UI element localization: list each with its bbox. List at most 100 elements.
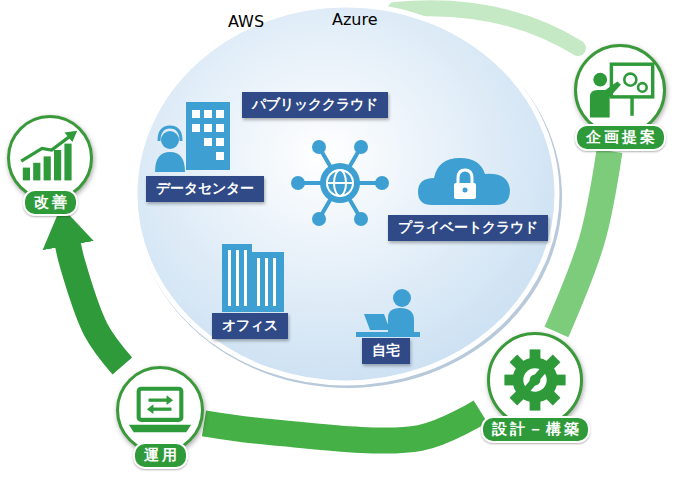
datacenter-icon-part [155,152,185,172]
network-hub-icon-part [298,147,382,219]
category-band: オフィス [212,313,288,339]
phase-icon-part [152,408,172,411]
network-hub-icon [291,140,389,226]
datacenter-icon-part-part [204,124,212,132]
datacenter-icon-part-part [192,124,200,132]
cycle-arrow [556,151,609,332]
phase-icon [490,335,580,425]
home-worker-icon-part [388,308,414,334]
network-hub-icon-part-part [312,140,326,154]
phase-label: 設計－構築 [481,416,590,443]
category-band: プライベートクラウド [388,215,548,241]
category-band: 自宅 [362,338,410,364]
office-icon-part-part [244,250,247,306]
phase-icon-part [129,425,191,432]
network-hub-icon-part-part [291,176,305,190]
phase-icon [119,369,201,451]
datacenter-icon [155,102,230,172]
office-icon-part [222,244,252,312]
home-worker-icon-part [364,314,390,330]
phase-ring [116,366,204,454]
private-cloud-icon-part [418,158,510,205]
datacenter-icon-part-part [216,124,224,132]
datacenter-icon-part [159,127,181,141]
phase-icon-part [513,358,558,403]
phase-label: 改善 [23,189,78,216]
band-label: パブリッククラウド [252,96,378,112]
office-icon-part-part [265,258,268,306]
phase-icon-part [44,156,51,180]
network-ellipse [134,5,562,388]
phase-icon-part [593,73,607,87]
office-icon-part-part [228,250,231,306]
datacenter-icon-part-part [204,110,212,118]
phase-icon-part [64,131,77,142]
phase-icon-part [638,83,647,92]
network-hub-icon-part-part [312,212,326,226]
phase-icon-part [139,389,182,420]
datacenter-icon-part-part [192,110,200,118]
phase-icon-part [611,64,652,97]
network-hub-icon-part-part [354,140,368,154]
datacenter-icon-part [161,131,179,149]
office-icon-part [228,250,276,306]
network-hub-icon-part [291,140,389,226]
cycle-arrow [68,244,123,366]
office-icon [222,244,284,312]
network-hub-icon-part-part [327,170,353,196]
phase-icon-part [54,150,61,180]
phase-icon-part [530,375,541,386]
phase-label: 企画提案 [575,124,666,151]
phase-icon-part [167,395,174,405]
phase-circle: 設計－構築 [481,332,590,443]
home-worker-icon-part [393,289,411,307]
category-band: データセンター [146,176,264,202]
cycle-arrow [204,411,481,440]
network-ellipse-part [135,5,557,383]
azure-circle: Azure [332,10,416,94]
private-cloud-icon-part [458,170,472,184]
datacenter-icon-part-part [204,138,212,146]
cloud-name: AWS [228,12,264,31]
office-icon-part-part [236,250,239,306]
band-label: オフィス [222,317,278,333]
phase-icon-part [624,74,636,86]
network-hub-icon-part-part [354,212,368,226]
phase-ring [487,332,583,428]
phase-circle: 運用 [116,366,204,469]
phase-icon-part [630,97,633,116]
phase-icon [577,47,663,133]
phase-icon-part [149,399,169,402]
band-label: 自宅 [372,342,400,358]
network-ellipse-part [134,6,562,388]
phase-icon-part [33,163,40,181]
phase-icon-part [523,365,548,393]
network-hub-icon-part-part [327,182,353,184]
phase-icon-part [64,144,71,181]
home-worker-icon [356,289,420,337]
office-icon-part-part [257,258,260,306]
band-label: データセンター [156,180,254,196]
datacenter-icon-part [192,110,224,160]
network-hub-icon-part [327,170,353,196]
private-cloud-icon-part [454,183,476,199]
cloud-name: Azure [332,10,378,29]
datacenter-icon-part-part [216,138,224,146]
phase-icon-part [590,81,621,117]
phase-icon-part [147,404,154,414]
aws-circle: AWS [228,12,308,92]
office-icon-part-part [273,258,276,306]
datacenter-icon-part [186,102,230,170]
category-band: パブリッククラウド [242,92,388,118]
home-worker-icon-part [356,332,420,337]
network-hub-icon-part-part [320,163,360,203]
office-icon-part [250,252,284,312]
datacenter-icon-part-part [216,152,224,160]
phase-label: 運用 [133,442,188,469]
phase-icon-part [21,136,71,162]
phase-icon-part [23,168,30,181]
private-cloud-icon-part [463,188,468,193]
phase-circle: 改善 [7,115,93,216]
